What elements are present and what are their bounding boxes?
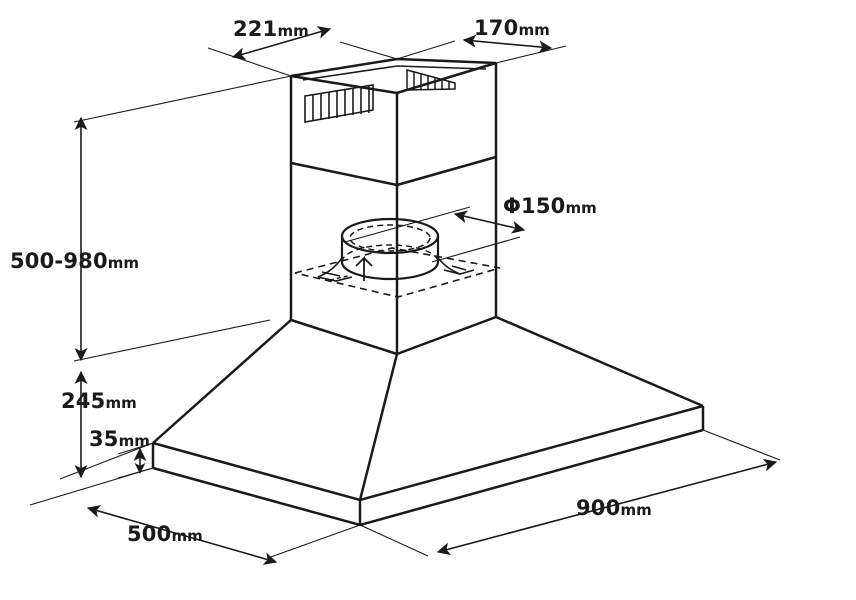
dim-170-value: 170: [474, 16, 518, 40]
duct-collar-flange: [317, 255, 475, 282]
dimension-label-245: 245mm: [61, 389, 137, 413]
dimension-label-900: 900mm: [576, 496, 652, 520]
svg-text:170mm: 170mm: [474, 16, 550, 40]
dimension-label-221: 221mm: [233, 17, 309, 41]
dim-170-unit: mm: [518, 21, 549, 39]
vent-grille-right-face: [406, 69, 456, 91]
svg-text:35mm: 35mm: [89, 427, 150, 451]
dim-245-unit: mm: [105, 394, 136, 412]
dimension-label-35: 35mm: [89, 427, 150, 451]
chimney-top-inner-edge: [302, 65, 487, 81]
dim-500-980-value: 500-980: [10, 249, 108, 273]
dim-35-value: 35: [89, 427, 119, 451]
lower-chimney-section: [289, 157, 498, 356]
svg-text:221mm: 221mm: [233, 17, 309, 41]
dimension-label-170: 170mm: [474, 16, 550, 40]
dimension-label-500: 500mm: [127, 522, 203, 546]
dashed-mounting-plate: [294, 247, 501, 298]
dimension-arrow-lines: [74, 26, 778, 565]
svg-text:500-980mm: 500-980mm: [10, 249, 139, 273]
dim-221-value: 221: [233, 17, 277, 41]
dim-line-221: [231, 26, 332, 60]
round-duct-collar: [340, 217, 440, 281]
dim-500-980-unit: mm: [108, 254, 139, 272]
dim-900-value: 900: [576, 496, 620, 520]
dim-245-value: 245: [61, 389, 105, 413]
dim-line-500: [86, 505, 278, 565]
svg-text:245mm: 245mm: [61, 389, 137, 413]
dim-900-unit: mm: [620, 501, 651, 519]
pyramidal-canopy: [152, 315, 704, 501]
svg-text:500mm: 500mm: [127, 522, 203, 546]
dim-line-phi150: [453, 210, 526, 234]
dimension-label-phi150: Φ150mm: [503, 194, 597, 218]
dim-line-900: [436, 458, 778, 556]
svg-text:900mm: 900mm: [576, 496, 652, 520]
dim-line-170: [462, 34, 553, 54]
vent-grille-left-face: [304, 84, 374, 123]
extension-lines: [29, 40, 781, 559]
dim-221-unit: mm: [277, 22, 308, 40]
dim-500-unit: mm: [171, 527, 202, 545]
dim-35-unit: mm: [119, 432, 150, 450]
svg-text:Φ150mm: Φ150mm: [503, 194, 597, 218]
dim-phi150-unit: mm: [566, 199, 597, 217]
dim-500-value: 500: [127, 522, 171, 546]
base-rim-band: [151, 404, 705, 527]
dim-phi150-value: Φ150: [503, 194, 566, 218]
dimension-label-500-980: 500-980mm: [10, 249, 139, 273]
